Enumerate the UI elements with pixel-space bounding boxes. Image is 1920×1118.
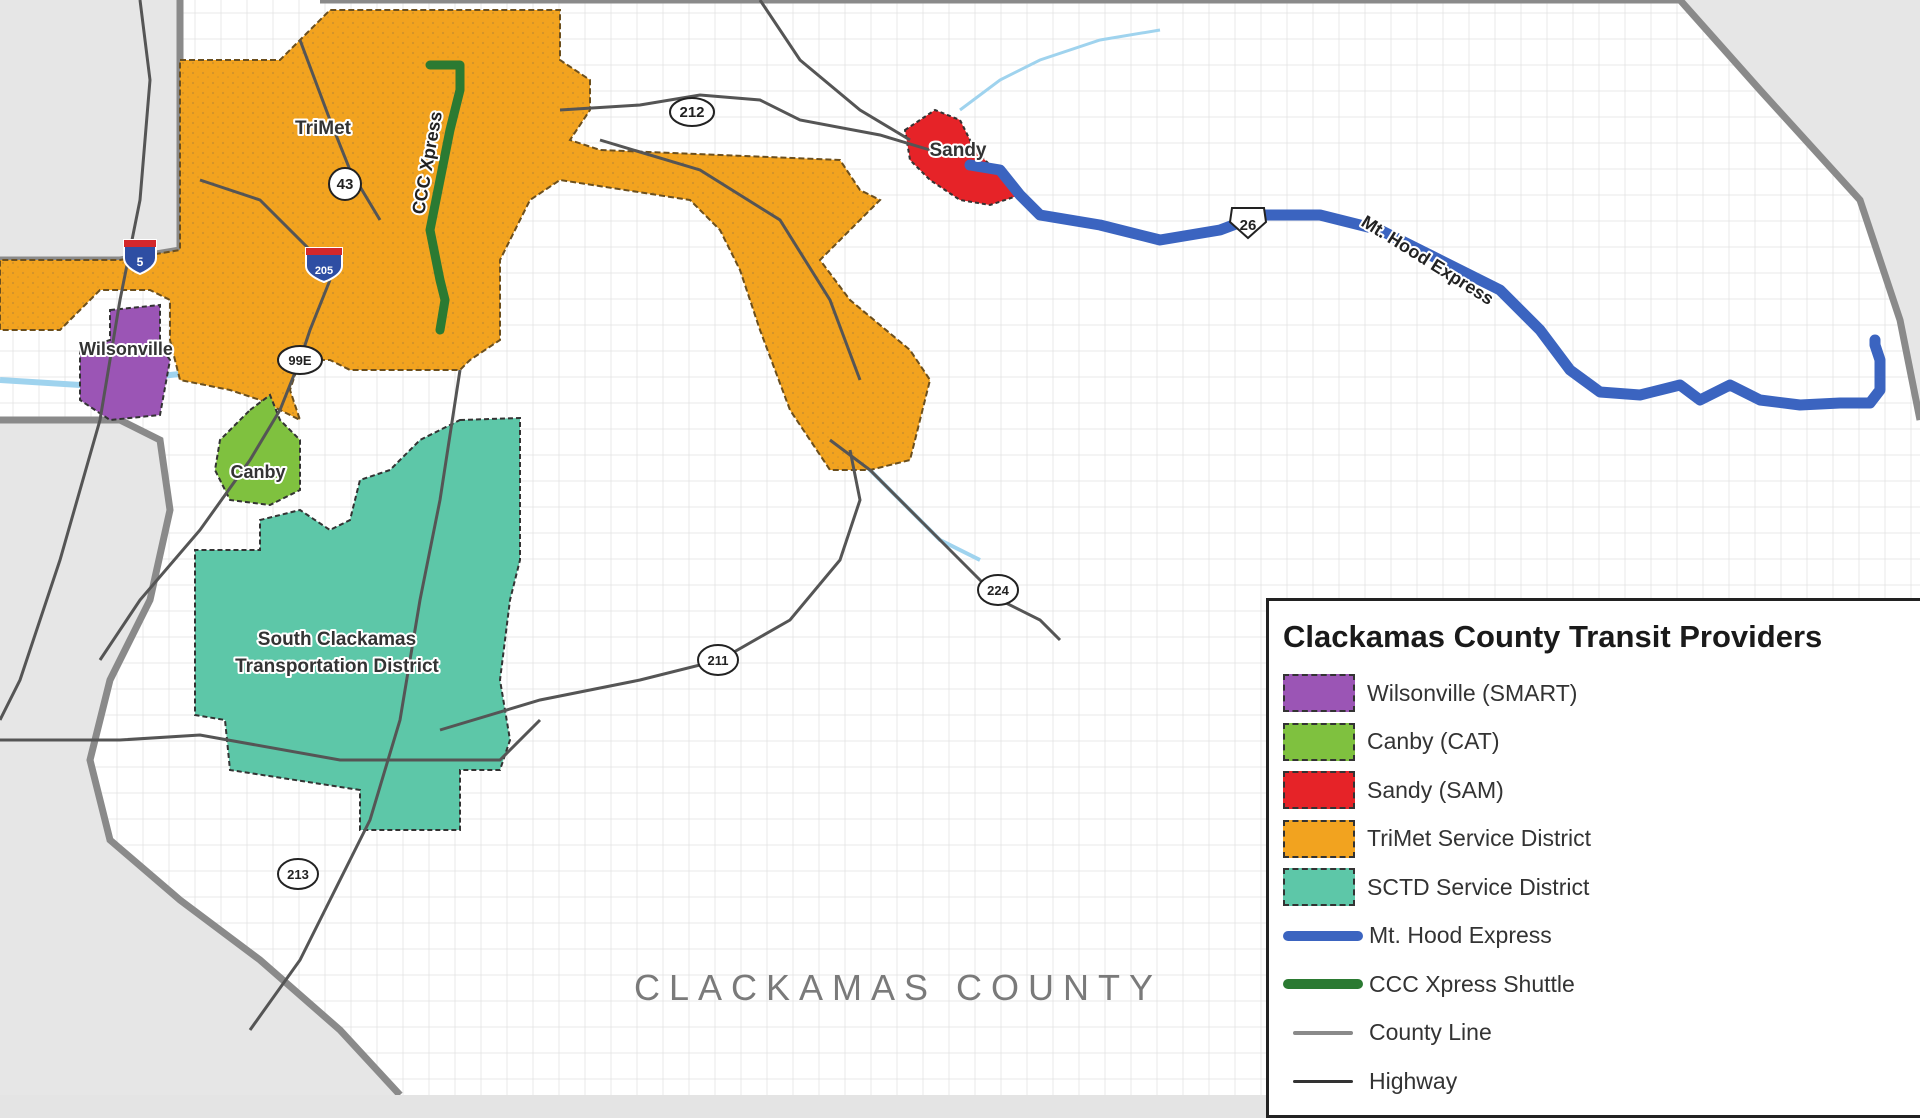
- sandy-river: [959, 28, 1161, 112]
- svg-text:5: 5: [137, 255, 144, 269]
- legend-swatch: [1283, 819, 1355, 858]
- svg-text:205: 205: [315, 265, 333, 277]
- legend-line-swatch: [1283, 1079, 1363, 1083]
- legend-label: CCC Xpress Shuttle: [1369, 970, 1575, 997]
- highway-43: [298, 39, 382, 221]
- svg-text:213: 213: [287, 867, 309, 882]
- label-trimet: TriMet: [295, 118, 352, 139]
- highway-connector: [0, 718, 542, 762]
- legend-item-canby: Canby (CAT): [1283, 718, 1920, 767]
- shield-i-205: 205: [305, 247, 343, 284]
- shield-or-211: 211: [697, 644, 739, 676]
- svg-text:99E: 99E: [288, 353, 311, 368]
- legend-label: Canby (CAT): [1367, 728, 1500, 755]
- county-name-label: CLACKAMAS COUNTY: [634, 967, 1162, 1008]
- wilsonville-area: [79, 303, 172, 422]
- legend-line-swatch: [1283, 930, 1363, 941]
- shield-us-26: 26: [1228, 207, 1268, 240]
- highway-212: [559, 93, 931, 152]
- label-canby: Canby: [230, 462, 285, 482]
- mt-hood-express-route: [964, 159, 1886, 411]
- map-legend: Clackamas County Transit Providers Wilso…: [1266, 598, 1920, 1118]
- highway-northeast: [758, 0, 911, 142]
- label-wilsonville: Wilsonville: [79, 339, 173, 359]
- svg-text:224: 224: [987, 583, 1009, 598]
- legend-item-sandy: Sandy (SAM): [1283, 766, 1920, 815]
- sctd-district: [194, 416, 521, 831]
- legend-swatch: [1283, 674, 1355, 713]
- ccc-xpress-route: [425, 60, 465, 335]
- legend-swatch: [1283, 868, 1355, 907]
- highway-213: [248, 369, 462, 1031]
- label-sctd-line-1: South Clackamas: [258, 629, 416, 650]
- highway-99e: [98, 279, 332, 661]
- shield-i-5: 5: [123, 239, 157, 276]
- shield-or-212: 212: [669, 97, 715, 127]
- legend-label: Wilsonville (SMART): [1367, 679, 1578, 706]
- legend-item-wilsonville: Wilsonville (SMART): [1283, 669, 1920, 718]
- shield-or-213: 213: [277, 858, 319, 890]
- highway-211: [439, 449, 862, 732]
- interstate-5: [0, 0, 152, 721]
- svg-text:212: 212: [679, 104, 704, 121]
- highway-network: [0, 0, 1062, 1031]
- legend-item-county-line: County Line: [1283, 1009, 1920, 1058]
- legend-swatch: [1283, 722, 1355, 761]
- svg-text:211: 211: [708, 653, 729, 668]
- highway-224: [829, 438, 1062, 642]
- svg-text:26: 26: [1240, 217, 1257, 234]
- label-sctd-line-2: Transportation District: [235, 656, 439, 677]
- legend-item-sctd: SCTD Service District: [1283, 863, 1920, 912]
- shield-or-224: 224: [977, 574, 1019, 606]
- highway-sandy-link: [599, 138, 862, 381]
- shield-or-99e: 99E: [277, 345, 323, 375]
- legend-item-mt-hood-express: Mt. Hood Express: [1283, 912, 1920, 961]
- legend-item-trimet: TriMet Service District: [1283, 815, 1920, 864]
- legend-item-highway: Highway: [1283, 1057, 1920, 1106]
- sandy-area: [903, 108, 1022, 207]
- shield-or-43: 43: [328, 167, 362, 201]
- legend-line-swatch: [1283, 979, 1363, 990]
- legend-title: Clackamas County Transit Providers: [1283, 619, 1823, 654]
- legend-label: SCTD Service District: [1367, 873, 1590, 900]
- label-sandy: Sandy: [929, 140, 986, 161]
- legend-label: TriMet Service District: [1367, 825, 1592, 852]
- legend-label: Mt. Hood Express: [1369, 922, 1552, 949]
- svg-text:43: 43: [337, 176, 354, 193]
- legend-label: County Line: [1369, 1019, 1492, 1046]
- legend-swatch: [1283, 771, 1355, 810]
- legend-label: Sandy (SAM): [1367, 776, 1504, 803]
- legend-label: Highway: [1369, 1067, 1458, 1094]
- legend-item-ccc-xpress: CCC Xpress Shuttle: [1283, 960, 1920, 1009]
- legend-line-swatch: [1283, 1030, 1363, 1035]
